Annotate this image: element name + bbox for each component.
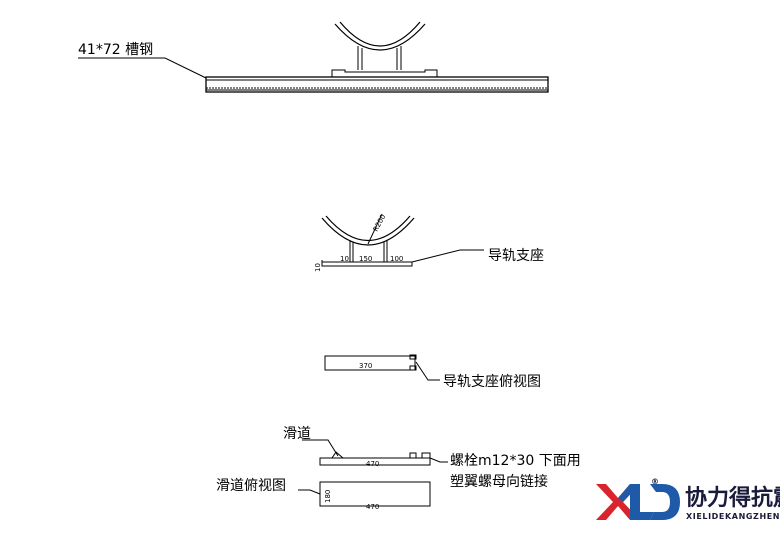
slide-top-width-dimension: 180 — [324, 490, 332, 503]
slide-body — [319, 457, 431, 466]
channel-steel-assembly — [78, 21, 549, 93]
radius-dimension: R200 — [372, 213, 388, 233]
rail-support-leader — [411, 249, 484, 263]
rail-support-label: 导轨支座 — [488, 248, 544, 264]
slide-top-view-label: 滑道俯视图 — [216, 477, 286, 494]
slide-side-view — [302, 439, 448, 466]
rail-top-view-leader — [415, 361, 440, 381]
rail-top-view-tab-bottom — [409, 365, 417, 371]
slide-lug-right — [421, 452, 431, 458]
radius-leader — [367, 213, 383, 245]
pipe-arc-inner — [339, 21, 421, 47]
foot-height-dimension: 10 — [314, 263, 322, 272]
slide-top-view-leader — [298, 489, 321, 495]
slide-top-length-dimension: 470 — [366, 503, 379, 511]
pipe-arc-outer — [334, 23, 426, 51]
rail-top-view-tab-top — [409, 354, 417, 360]
support-base-plate — [331, 69, 438, 77]
rail-support-top-view-label: 导轨支座俯视图 — [443, 374, 541, 390]
company-logo: ® 协力得抗震 XIELIDEKANGZHEN — [596, 477, 780, 521]
rail-support-base — [321, 260, 413, 267]
slide-top-view — [298, 481, 431, 507]
slide-length-dimension: 470 — [366, 460, 379, 468]
slide-lug-mid — [409, 452, 417, 458]
bolt-note-line2: 塑翼螺母向链接 — [450, 473, 548, 490]
base-left-dimension: 10 — [340, 255, 349, 263]
rail-support-top-view — [324, 354, 440, 381]
support-top-length-dimension: 370 — [359, 362, 372, 370]
base-right-dimension: 100 — [390, 255, 403, 263]
logo-registered: ® — [651, 477, 660, 486]
logo-d-mark — [650, 484, 680, 520]
rail-arc-inner — [325, 215, 411, 241]
rail-arc-outer — [321, 217, 415, 246]
bolt-note-line1: 螺栓m12*30 下面用 — [450, 453, 581, 469]
rail-top-view-body — [324, 355, 416, 371]
channel-steel-leader — [78, 57, 207, 79]
base-mid-dimension: 150 — [359, 255, 372, 263]
logo-chinese: 协力得抗震 — [685, 485, 780, 511]
rail-support-side-view — [321, 213, 484, 267]
slide-label: 滑道 — [283, 425, 311, 442]
slide-leader — [302, 439, 339, 457]
logo-english: XIELIDEKANGZHEN — [686, 512, 780, 521]
bolt-leader — [429, 457, 448, 463]
channel-steel — [205, 76, 549, 93]
logo-l-mark — [630, 484, 654, 520]
channel-steel-label: 41*72 槽钢 — [78, 42, 153, 58]
